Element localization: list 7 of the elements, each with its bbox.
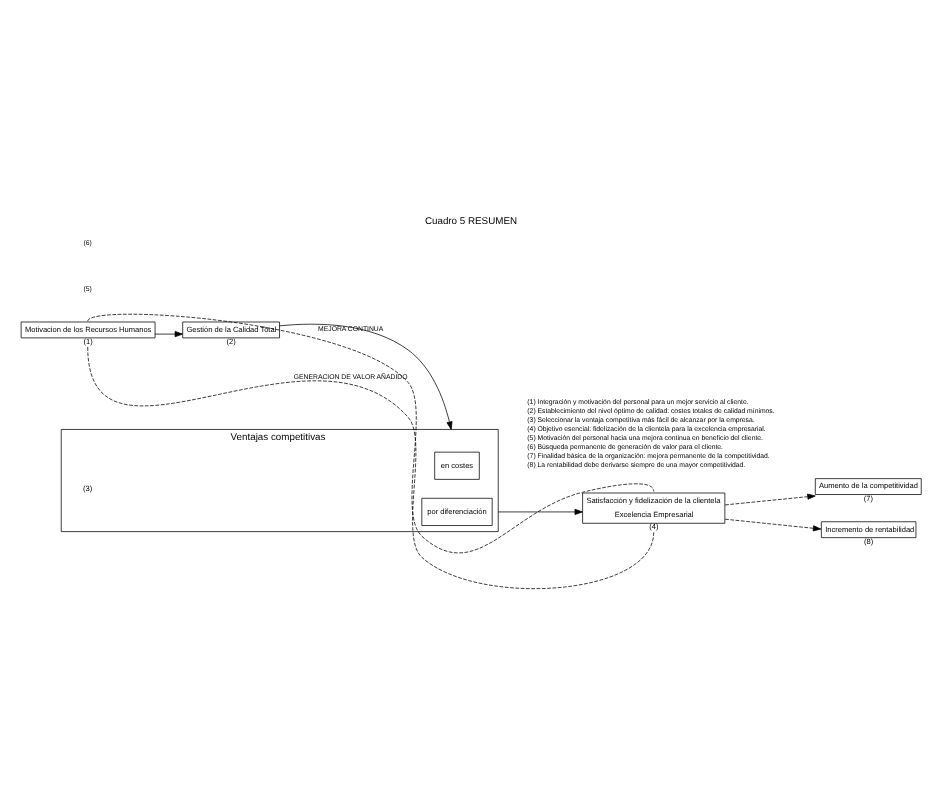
arrow bbox=[279, 322, 453, 429]
arrow bbox=[497, 507, 583, 514]
connector bbox=[87, 345, 655, 589]
arrow bbox=[724, 517, 822, 531]
arrow bbox=[154, 330, 184, 337]
arrow bbox=[724, 492, 816, 505]
connector bbox=[87, 312, 655, 553]
